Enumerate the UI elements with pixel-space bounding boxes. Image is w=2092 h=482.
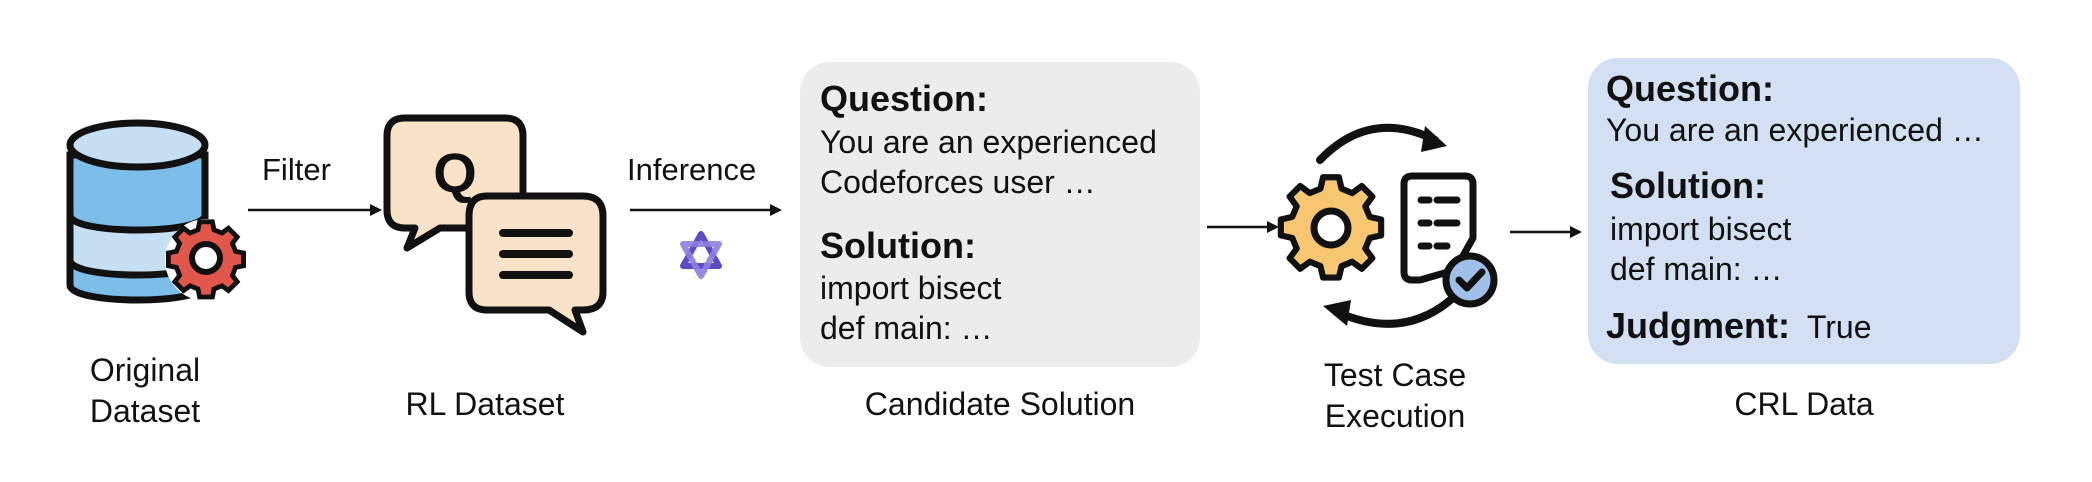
original-dataset-label-line1: Original (89, 352, 201, 388)
test-execution-label: Test Case Execution (1300, 355, 1490, 437)
crl-question-heading: Question: (1606, 68, 1774, 109)
crl-judgment-value: True (1806, 309, 1872, 345)
inference-arrow (630, 204, 782, 216)
rl-dataset-node: Q (383, 110, 615, 336)
gear-checklist-cycle-icon (1277, 123, 1498, 328)
model-logo-icon (680, 231, 722, 279)
original-dataset-label: Original Dataset (60, 350, 230, 432)
q-letter: Q (433, 141, 477, 204)
candidate-solution-card: Question: You are an experienced Codefor… (800, 62, 1200, 367)
crl-data-card: Question: You are an experienced … Solut… (1588, 58, 2020, 364)
candidate-solution-label: Candidate Solution (864, 386, 1136, 422)
candidate-question-line2: Codeforces user … (820, 164, 1096, 200)
crl-judgment-row: Judgment: True (1606, 306, 1872, 347)
crl-solution-heading: Solution: (1610, 165, 1766, 206)
test-execution-label-line2: Execution (1324, 398, 1466, 434)
rl-dataset-label: RL Dataset (405, 386, 565, 422)
qa-chat-icon: Q (383, 114, 607, 336)
test-execution-label-line1: Test Case (1323, 357, 1467, 393)
filter-arrow-label: Filter (262, 152, 331, 187)
crl-judgment-heading: Judgment: (1606, 305, 1790, 346)
execution-to-crl-arrow (1510, 226, 1582, 238)
candidate-solution-line2: def main: … (820, 310, 993, 346)
candidate-solution-heading: Solution: (820, 225, 976, 266)
candidate-to-execution-arrow (1207, 221, 1279, 233)
crl-solution-line1: import bisect (1610, 211, 1792, 247)
original-dataset-node (60, 110, 260, 310)
database-gear-icon (66, 119, 247, 304)
original-dataset-label-line2: Dataset (89, 393, 201, 429)
candidate-question-line1: You are an experienced (820, 124, 1157, 160)
crl-question-line1: You are an experienced … (1606, 112, 1984, 148)
candidate-question-heading: Question: (820, 78, 988, 119)
filter-arrow (248, 204, 382, 216)
crl-data-label: CRL Data (1734, 386, 1874, 422)
crl-solution-line2: def main: … (1610, 251, 1783, 287)
inference-arrow-label: Inference (627, 152, 757, 187)
candidate-solution-line1: import bisect (820, 270, 1002, 306)
test-execution-node (1275, 120, 1515, 330)
